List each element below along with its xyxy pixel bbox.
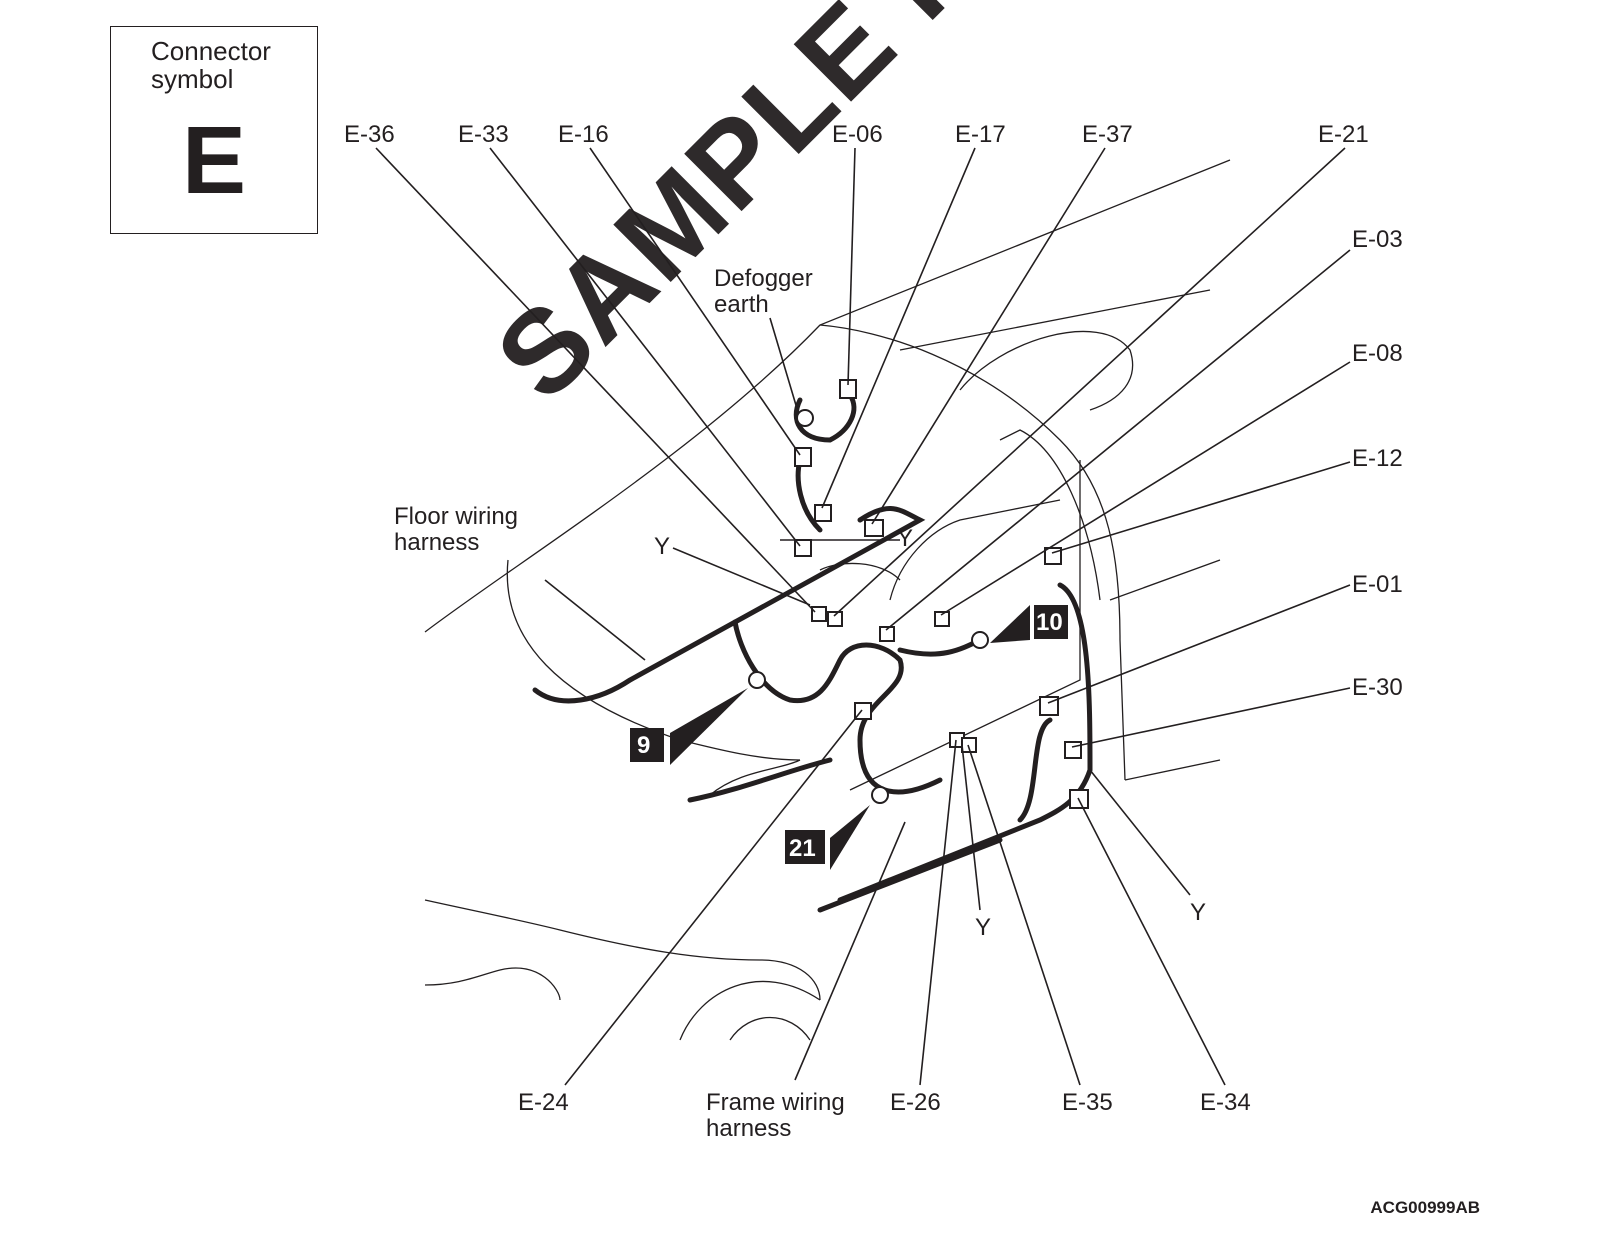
defogger-label-line-2: earth [714,291,769,318]
label-e12: E-12 [1352,445,1403,472]
y-marker-right: Y [1190,899,1207,926]
vehicle-body-outline [424,159,1231,1041]
label-e08: E-08 [1352,340,1403,367]
label-e24: E-24 [518,1089,569,1116]
ground-10-label: 10 [1036,609,1063,636]
floor-wiring-harness-label: Floor wiring harness [394,504,518,556]
label-e03: E-03 [1352,226,1403,253]
leader-lines [375,147,1351,1086]
ground-21-pointer-icon [830,805,870,870]
connector-symbol-box: Connector symbol E [110,26,318,234]
defogger-earth-eyelet-icon [796,409,814,427]
label-e34: E-34 [1200,1089,1251,1116]
floor-label-line-2: harness [394,529,480,556]
label-e16: E-16 [558,121,609,148]
y-marker-left: Y [654,533,671,560]
connector-e37-icon [864,519,884,537]
ground-10-eyelet-icon [971,631,989,649]
label-e17: E-17 [955,121,1006,148]
ground-eyelets [748,409,989,804]
ground-21-eyelet-icon [871,786,889,804]
wiring-harness [532,392,1093,913]
y-marker-top: Y [897,525,914,552]
connectors [794,379,1089,809]
defogger-label-line-1: Defogger [714,265,813,292]
ground-9-badge [630,728,664,762]
connector-symbol-caption: Connector symbol [151,37,271,93]
connector-e03-icon [879,626,895,642]
ground-9-eyelet-icon [748,671,766,689]
connector-e30-icon [1064,741,1082,759]
label-e06: E-06 [832,121,883,148]
label-e21: E-21 [1318,121,1369,148]
caption-line-2: symbol [151,64,234,94]
ground-9-label: 9 [637,732,651,759]
connector-e08-icon [934,611,950,627]
label-e35: E-35 [1062,1089,1113,1116]
connector-e36-icon [811,606,827,622]
y-marker-bottom: Y [975,914,992,941]
frame-label-line-1: Frame wiring [706,1089,845,1116]
reference-code: ACG00999AB [1370,1198,1480,1217]
caption-line-1: Connector [151,36,271,66]
ground-pointers [630,605,1068,870]
defogger-earth-label: Defogger earth [714,266,813,318]
floor-label-line-1: Floor wiring [394,503,519,530]
frame-label-line-2: harness [706,1115,792,1142]
label-e33: E-33 [458,121,509,148]
ground-10-badge [1034,605,1068,639]
label-e26: E-26 [890,1089,941,1116]
label-e36: E-36 [344,121,395,148]
ground-9-pointer-icon [670,688,748,765]
ground-21-badge [785,830,825,864]
label-e37: E-37 [1082,121,1133,148]
label-e30: E-30 [1352,674,1403,701]
label-e01: E-01 [1352,571,1403,598]
ground-21-label: 21 [789,835,816,862]
connector-symbol-letter: E [181,107,247,214]
ground-10-pointer-icon [990,605,1030,643]
connector-e21-icon [827,611,843,627]
frame-wiring-harness-label: Frame wiring harness [706,1090,845,1142]
